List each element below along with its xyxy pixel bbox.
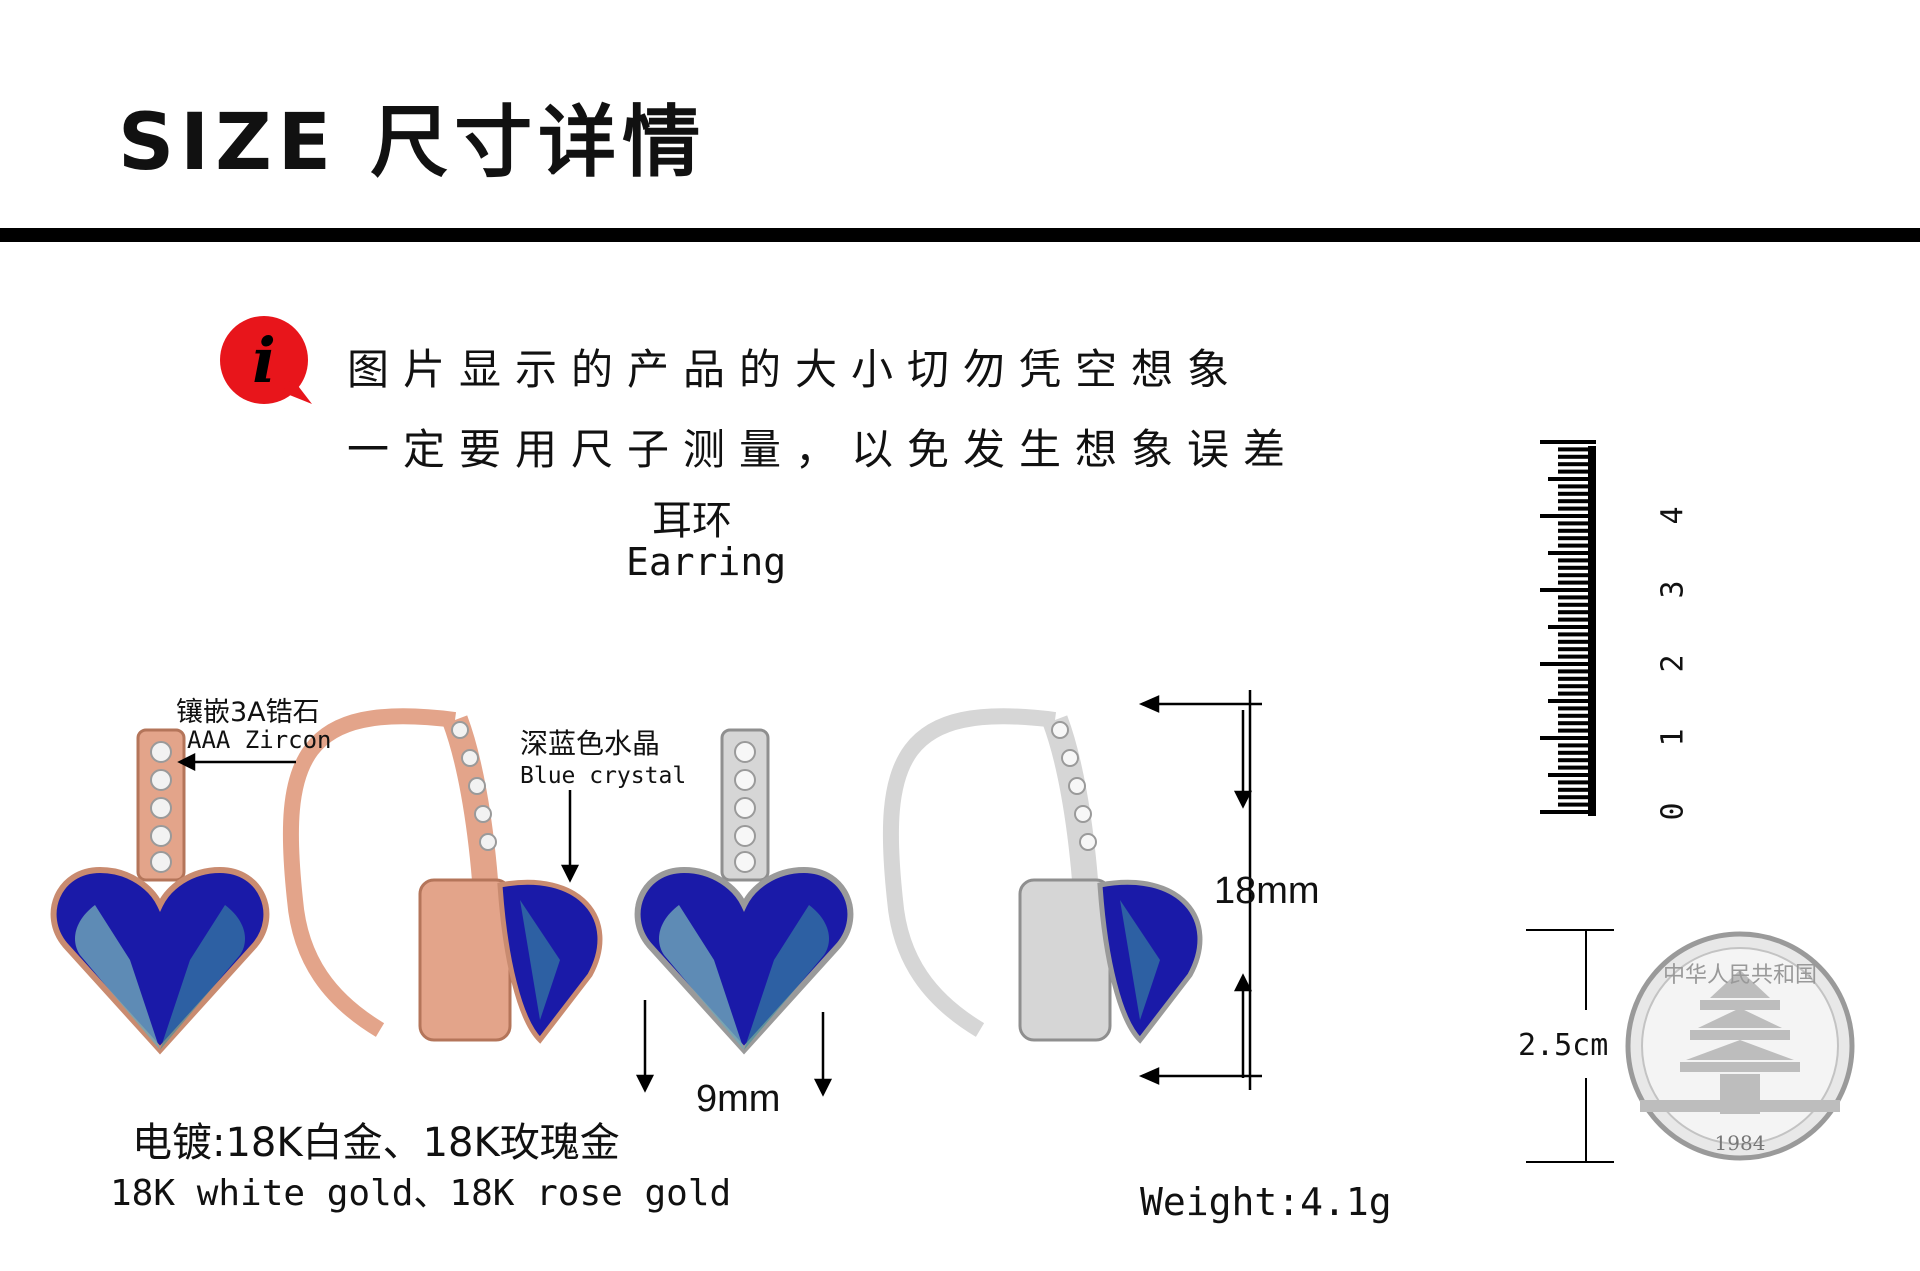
ruler-tick: [1558, 595, 1596, 600]
ruler-tick: [1558, 713, 1596, 718]
ruler-tick: [1558, 499, 1596, 504]
ruler-tick: [1558, 521, 1596, 526]
ruler-tick: [1558, 536, 1596, 541]
ruler-tick: [1558, 454, 1596, 459]
ruler-tick: [1540, 810, 1596, 814]
ruler-label: 3: [1655, 580, 1691, 599]
ruler: [1540, 440, 1596, 816]
ruler-tick: [1558, 758, 1596, 763]
ruler-label: 2: [1655, 654, 1691, 673]
ruler-tick: [1558, 669, 1596, 674]
product-name-cn: 耳环: [652, 498, 732, 544]
plating-cn: 电镀:18K白金、18K玫瑰金: [132, 1120, 620, 1166]
ruler-tick: [1548, 477, 1596, 481]
ruler-tick: [1558, 617, 1596, 622]
ruler-tick: [1558, 506, 1596, 511]
ruler-tick: [1558, 632, 1596, 637]
earring-rose-side: [282, 708, 603, 1044]
ruler-tick: [1558, 447, 1596, 452]
ruler-tick: [1558, 543, 1596, 548]
coin-diameter-label: 2.5cm: [1518, 1028, 1609, 1063]
ruler-tick: [1558, 750, 1596, 755]
ruler-label: 4: [1655, 506, 1691, 525]
width-label: 9mm: [696, 1078, 781, 1120]
ruler-tick: [1558, 691, 1596, 696]
ruler-tick: [1558, 469, 1596, 474]
height-label: 18mm: [1214, 870, 1320, 912]
zircon-label-cn: 镶嵌3A锆石: [176, 697, 320, 728]
coin-rim-text: 中华人民共和国: [1663, 963, 1817, 988]
ruler-tick: [1558, 728, 1596, 733]
ruler-label: 1: [1655, 728, 1691, 747]
ruler-tick: [1558, 528, 1596, 533]
coin-reference: 1984 中华人民共和国: [1526, 929, 1855, 1163]
ruler-tick: [1558, 462, 1596, 467]
ruler-tick: [1540, 662, 1596, 666]
ruler-tick: [1558, 743, 1596, 748]
zircon-label-en: AAA Zircon: [187, 726, 332, 754]
ruler-tick: [1548, 699, 1596, 703]
earring-silver-side: [882, 708, 1203, 1044]
earring-silver-front: [634, 728, 854, 1055]
ruler-tick: [1558, 565, 1596, 570]
coin-year: 1984: [1715, 1131, 1766, 1155]
ruler-tick: [1540, 440, 1596, 444]
ruler-tick: [1540, 514, 1596, 518]
weight-label: Weight:4.1g: [1140, 1180, 1392, 1224]
ruler-tick: [1548, 551, 1596, 555]
ruler-tick: [1558, 706, 1596, 711]
ruler-tick: [1558, 558, 1596, 563]
page-title: SIZE 尺寸详情: [118, 98, 707, 188]
ruler-tick: [1558, 787, 1596, 792]
ruler-tick: [1558, 573, 1596, 578]
plating-en: 18K white gold、18K rose gold: [110, 1173, 732, 1214]
ruler-tick: [1558, 610, 1596, 615]
ruler-tick: [1558, 639, 1596, 644]
ruler-tick: [1558, 684, 1596, 689]
info-icon: i: [220, 316, 312, 404]
ruler-tick: [1558, 491, 1596, 496]
ruler-tick: [1558, 780, 1596, 785]
ruler-tick: [1540, 736, 1596, 740]
header-divider: [0, 228, 1920, 242]
product-name-en: Earring: [626, 540, 787, 584]
info-icon-letter: i: [252, 324, 276, 397]
ruler-tick: [1558, 765, 1596, 770]
height-dimension: [1138, 690, 1262, 1090]
crystal-label-en: Blue crystal: [520, 763, 687, 789]
earring-rose-front: [50, 728, 270, 1055]
notice-line-1: 图片显示的产品的大小切勿凭空想象: [347, 345, 1244, 394]
callout-arrows: [177, 752, 580, 883]
width-dimension: [635, 1000, 833, 1097]
ruler-tick: [1548, 625, 1596, 629]
ruler-tick: [1558, 676, 1596, 681]
ruler-tick: [1558, 721, 1596, 726]
ruler-tick: [1558, 580, 1596, 585]
ruler-tick: [1558, 802, 1596, 807]
ruler-tick: [1558, 484, 1596, 489]
ruler-tick: [1540, 588, 1596, 592]
ruler-tick: [1558, 647, 1596, 652]
ruler-tick: [1548, 773, 1596, 777]
ruler-label: 0: [1655, 802, 1691, 821]
crystal-label-cn: 深蓝色水晶: [520, 727, 661, 760]
ruler-tick: [1558, 654, 1596, 659]
notice-line-2: 一定要用尺子测量，以免发生想象误差: [347, 425, 1300, 474]
ruler-tick: [1558, 795, 1596, 800]
ruler-tick: [1558, 602, 1596, 607]
